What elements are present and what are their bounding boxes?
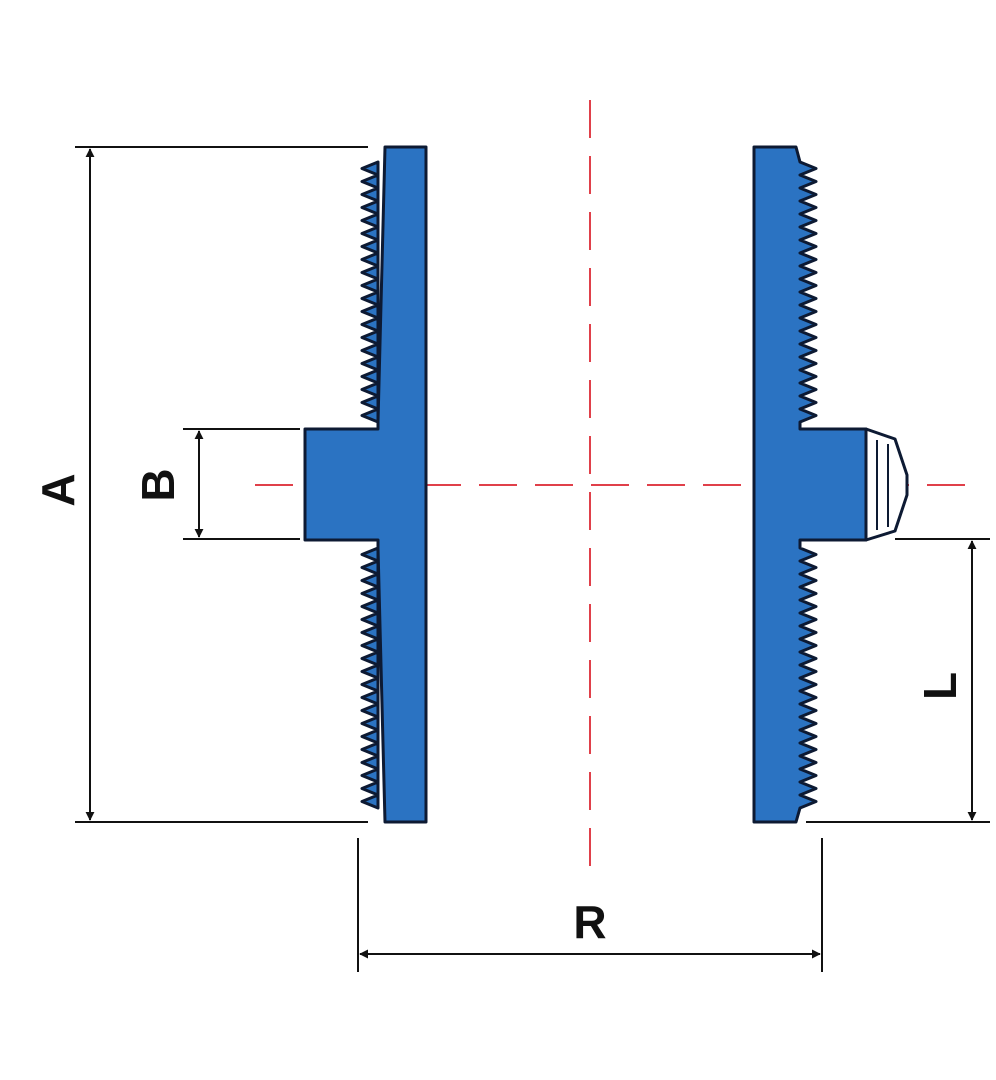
extension-lines <box>75 146 990 972</box>
label-a: A <box>32 473 84 506</box>
label-l: L <box>914 672 966 700</box>
hex-chamfer-nub <box>864 427 909 542</box>
right-wall-body <box>752 145 868 824</box>
label-r: R <box>573 896 606 948</box>
dimension-lines <box>85 148 977 959</box>
left-wall-body <box>303 145 428 824</box>
left-pipe-wall <box>303 145 428 824</box>
right-pipe-wall <box>752 145 909 824</box>
label-b: B <box>132 468 184 501</box>
